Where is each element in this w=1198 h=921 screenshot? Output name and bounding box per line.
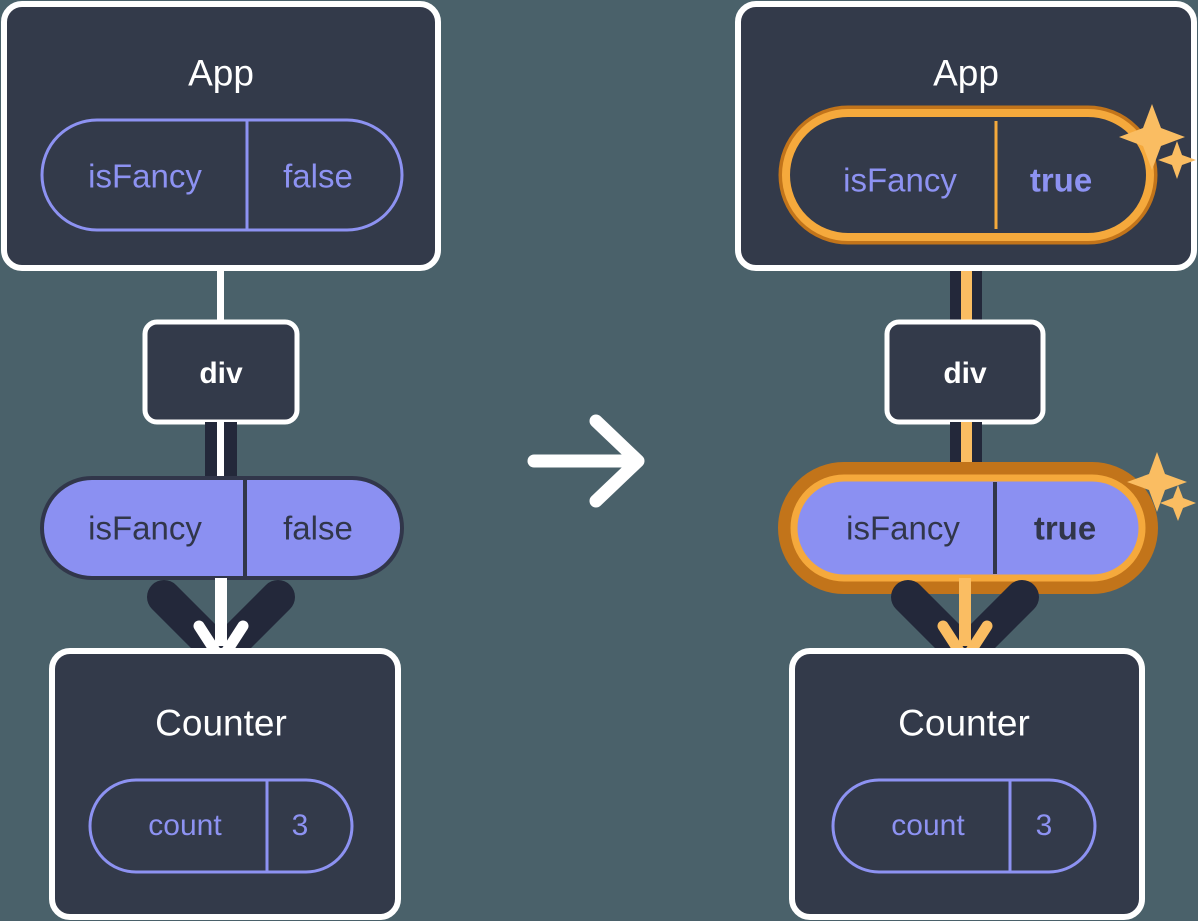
div-title-right: div: [943, 357, 987, 390]
app-state-pill-right: [778, 105, 1158, 245]
prop-value-right: true: [1033, 509, 1097, 547]
connector-app-to-div-left: [217, 255, 224, 330]
sparkle-icon-prop: [1127, 452, 1196, 521]
prop-key-right: isFancy: [846, 509, 960, 547]
counter-title-right: Counter: [898, 702, 1030, 744]
app-title-right: App: [933, 52, 999, 94]
panel-after: [735, 1, 1197, 920]
transition-arrow-icon: [527, 414, 645, 508]
prop-value-left: false: [283, 509, 353, 547]
counter-state-pill-right: [831, 778, 1097, 874]
counter-box-right: [789, 648, 1145, 920]
flow-arrow-left: [147, 578, 295, 671]
counter-state-value-right: 3: [1035, 809, 1053, 842]
flow-arrow-right: [891, 578, 1039, 671]
prop-key-left: isFancy: [88, 509, 202, 547]
connector-div-to-pill-left: [205, 422, 237, 482]
counter-state-key-left: count: [148, 809, 222, 842]
app-title-left: App: [188, 52, 254, 94]
div-title-left: div: [199, 357, 243, 390]
app-state-pill-left: [40, 118, 404, 232]
counter-title-left: Counter: [155, 702, 287, 744]
app-state-key-left: isFancy: [88, 157, 202, 195]
app-state-value-left: false: [283, 157, 353, 195]
counter-state-pill-left: [88, 778, 354, 874]
counter-state-key-right: count: [891, 809, 965, 842]
counter-state-value-left: 3: [291, 809, 309, 842]
app-state-value-right: true: [1029, 161, 1093, 199]
panel-before: [1, 1, 441, 920]
app-box-left: [1, 1, 441, 271]
sparkle-icon-app: [1119, 104, 1196, 179]
counter-box-left: [49, 648, 401, 920]
app-state-key-right: isFancy: [843, 161, 957, 199]
